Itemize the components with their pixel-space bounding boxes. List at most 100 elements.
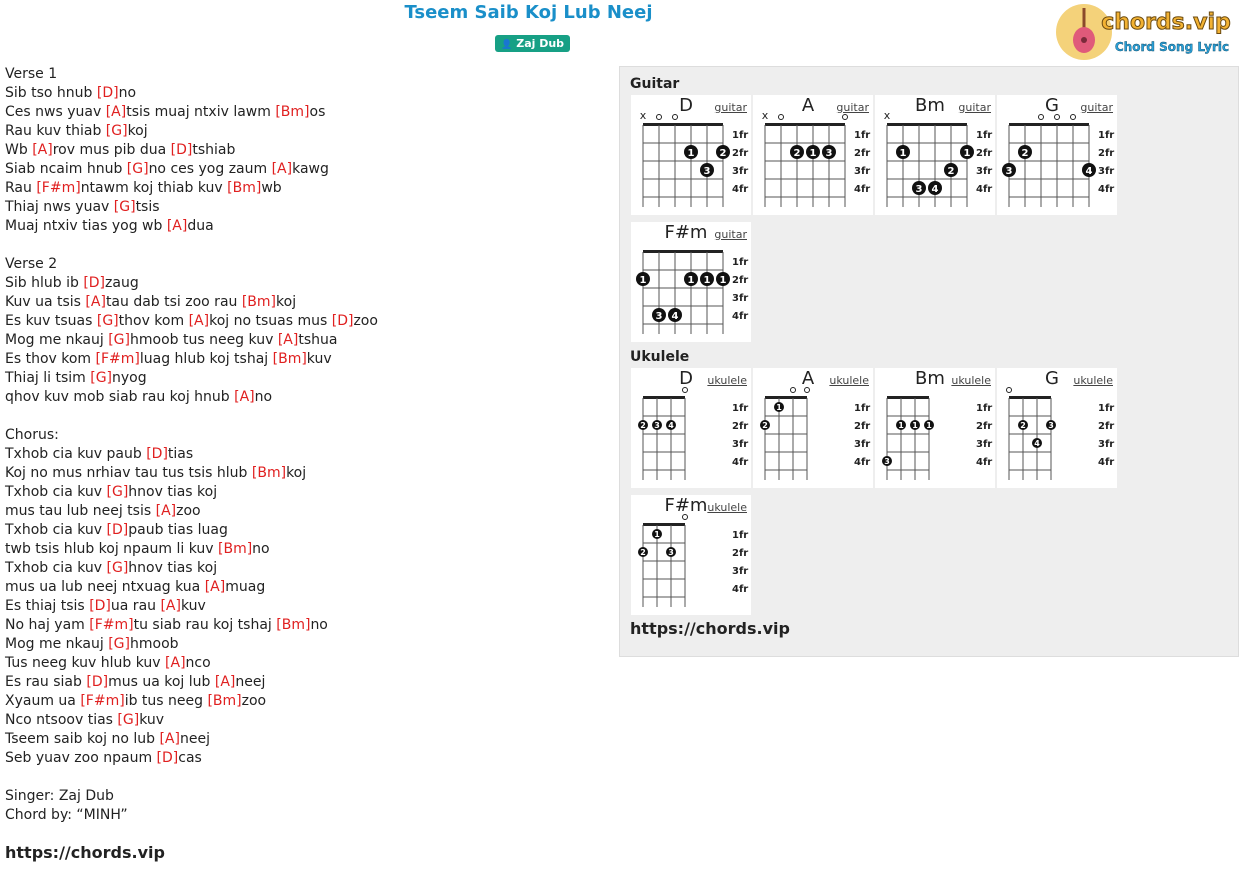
chord-link[interactable]: [F#m] xyxy=(95,351,140,367)
chord-link[interactable]: [Bm] xyxy=(272,351,307,367)
chord-link[interactable]: [Bm] xyxy=(276,617,311,633)
finger-number: 4 xyxy=(1034,439,1040,448)
instrument-link[interactable]: ukulele xyxy=(951,374,991,387)
lyric-text: no ces yog zaum xyxy=(148,161,272,177)
lyric-text: hnov tias koj xyxy=(128,484,218,500)
chord-link[interactable]: [G] xyxy=(96,313,119,329)
chord-name: A xyxy=(801,95,815,116)
artist-badge[interactable]: 👤Zaj Dub xyxy=(495,35,571,52)
chord-link[interactable]: [A] xyxy=(204,579,226,595)
chord-link[interactable]: [A] xyxy=(105,104,127,120)
fret-label: 1fr xyxy=(854,130,870,141)
chord-link[interactable]: [D] xyxy=(146,446,168,462)
chord-link[interactable]: [A] xyxy=(155,503,177,519)
fret-label: 3fr xyxy=(732,439,748,450)
finger-dot xyxy=(652,308,666,322)
chord-link[interactable]: [D] xyxy=(156,750,179,766)
chord-link[interactable]: [A] xyxy=(32,142,53,158)
lyric-text: luag hlub koj tshaj xyxy=(139,351,273,367)
finger-number: 2 xyxy=(762,421,768,430)
instrument-link[interactable]: ukulele xyxy=(829,374,869,387)
instrument-link[interactable]: guitar xyxy=(1080,101,1113,114)
chord-name: G xyxy=(1045,368,1059,389)
chord-link[interactable]: [A] xyxy=(160,598,181,614)
chord-link[interactable]: [G] xyxy=(108,332,130,348)
lyric-text: Ces nws yuav xyxy=(5,104,106,120)
chord-link[interactable]: [Bm] xyxy=(275,104,310,120)
chord-link[interactable]: [F#m] xyxy=(89,617,134,633)
chord-link[interactable]: [A] xyxy=(234,389,255,405)
chord-link[interactable]: [D] xyxy=(86,674,109,690)
finger-number: 2 xyxy=(720,148,727,159)
finger-number: 3 xyxy=(668,548,674,557)
chord-link[interactable]: [Bm] xyxy=(241,294,277,310)
finger-number: 3 xyxy=(654,421,660,430)
lyric-line: Sib tso hnub [D]no xyxy=(5,84,605,103)
lyric-text: Sib hlub ib xyxy=(5,275,84,291)
finger-number: 1 xyxy=(704,275,711,286)
chord-link[interactable]: [G] xyxy=(108,636,130,652)
lyric-text: Chord by: “MINH” xyxy=(5,807,128,823)
footer-link[interactable]: https://chords.vip xyxy=(5,843,165,862)
chord-link[interactable]: [F#m] xyxy=(80,693,125,709)
lyric-line: mus ua lub neej ntxuag kua [A]muag xyxy=(5,578,605,597)
instrument-link[interactable]: ukulele xyxy=(707,501,747,514)
chord-link[interactable]: [D] xyxy=(83,275,106,291)
finger-dot xyxy=(760,420,770,430)
chord-link[interactable]: [D] xyxy=(331,313,354,329)
instrument-link[interactable]: ukulele xyxy=(1073,374,1113,387)
chord-link[interactable]: [A] xyxy=(165,655,186,671)
chord-link[interactable]: [Bm] xyxy=(207,693,242,709)
chord-link[interactable]: [G] xyxy=(105,123,128,139)
site-logo[interactable]: chords.vip Chord Song Lyric xyxy=(1054,2,1234,62)
chord-link[interactable]: [G] xyxy=(126,161,149,177)
finger-number: 1 xyxy=(688,148,695,159)
chord-link[interactable]: [D] xyxy=(106,522,129,538)
finger-dot xyxy=(700,163,714,177)
chord-link[interactable]: [A] xyxy=(85,294,106,310)
instrument-link[interactable]: ukulele xyxy=(707,374,747,387)
chord-link[interactable]: [Bm] xyxy=(251,465,287,481)
chord-link[interactable]: [D] xyxy=(96,85,119,101)
finger-dot xyxy=(1002,163,1016,177)
chord-link[interactable]: [G] xyxy=(113,199,136,215)
lyric-text: Tus neeg kuv hlub kuv xyxy=(5,655,166,671)
chord-link[interactable]: [A] xyxy=(159,731,180,747)
instrument-link[interactable]: guitar xyxy=(714,101,747,114)
instrument-link[interactable]: guitar xyxy=(958,101,991,114)
chord-link[interactable]: [A] xyxy=(166,218,188,234)
lyric-text: twb tsis hlub koj npaum li kuv xyxy=(5,541,218,557)
finger-number: 2 xyxy=(794,148,801,159)
chord-link[interactable]: [F#m] xyxy=(36,180,81,196)
panel-link[interactable]: https://chords.vip xyxy=(630,619,790,638)
chord-link[interactable]: [D] xyxy=(89,598,111,614)
chord-link[interactable]: [A] xyxy=(214,674,236,690)
chord-link[interactable]: [G] xyxy=(90,370,113,386)
chord-link[interactable]: [G] xyxy=(117,712,140,728)
chord-link[interactable]: [A] xyxy=(277,332,299,348)
instrument-link[interactable]: guitar xyxy=(836,101,869,114)
chord-link[interactable]: [Bm] xyxy=(227,180,262,196)
chord-link[interactable]: [G] xyxy=(106,560,129,576)
chord-link[interactable]: [D] xyxy=(170,142,193,158)
finger-number: 1 xyxy=(898,421,904,430)
chord-link[interactable]: [G] xyxy=(106,484,129,500)
instrument-link[interactable]: guitar xyxy=(714,228,747,241)
chord-link[interactable]: [A] xyxy=(188,313,210,329)
chord-link[interactable]: [A] xyxy=(271,161,293,177)
chord-link[interactable]: [Bm] xyxy=(218,541,253,557)
finger-dot xyxy=(806,145,820,159)
lyric-text: thov kom xyxy=(118,313,189,329)
fret-label: 3fr xyxy=(732,166,748,177)
